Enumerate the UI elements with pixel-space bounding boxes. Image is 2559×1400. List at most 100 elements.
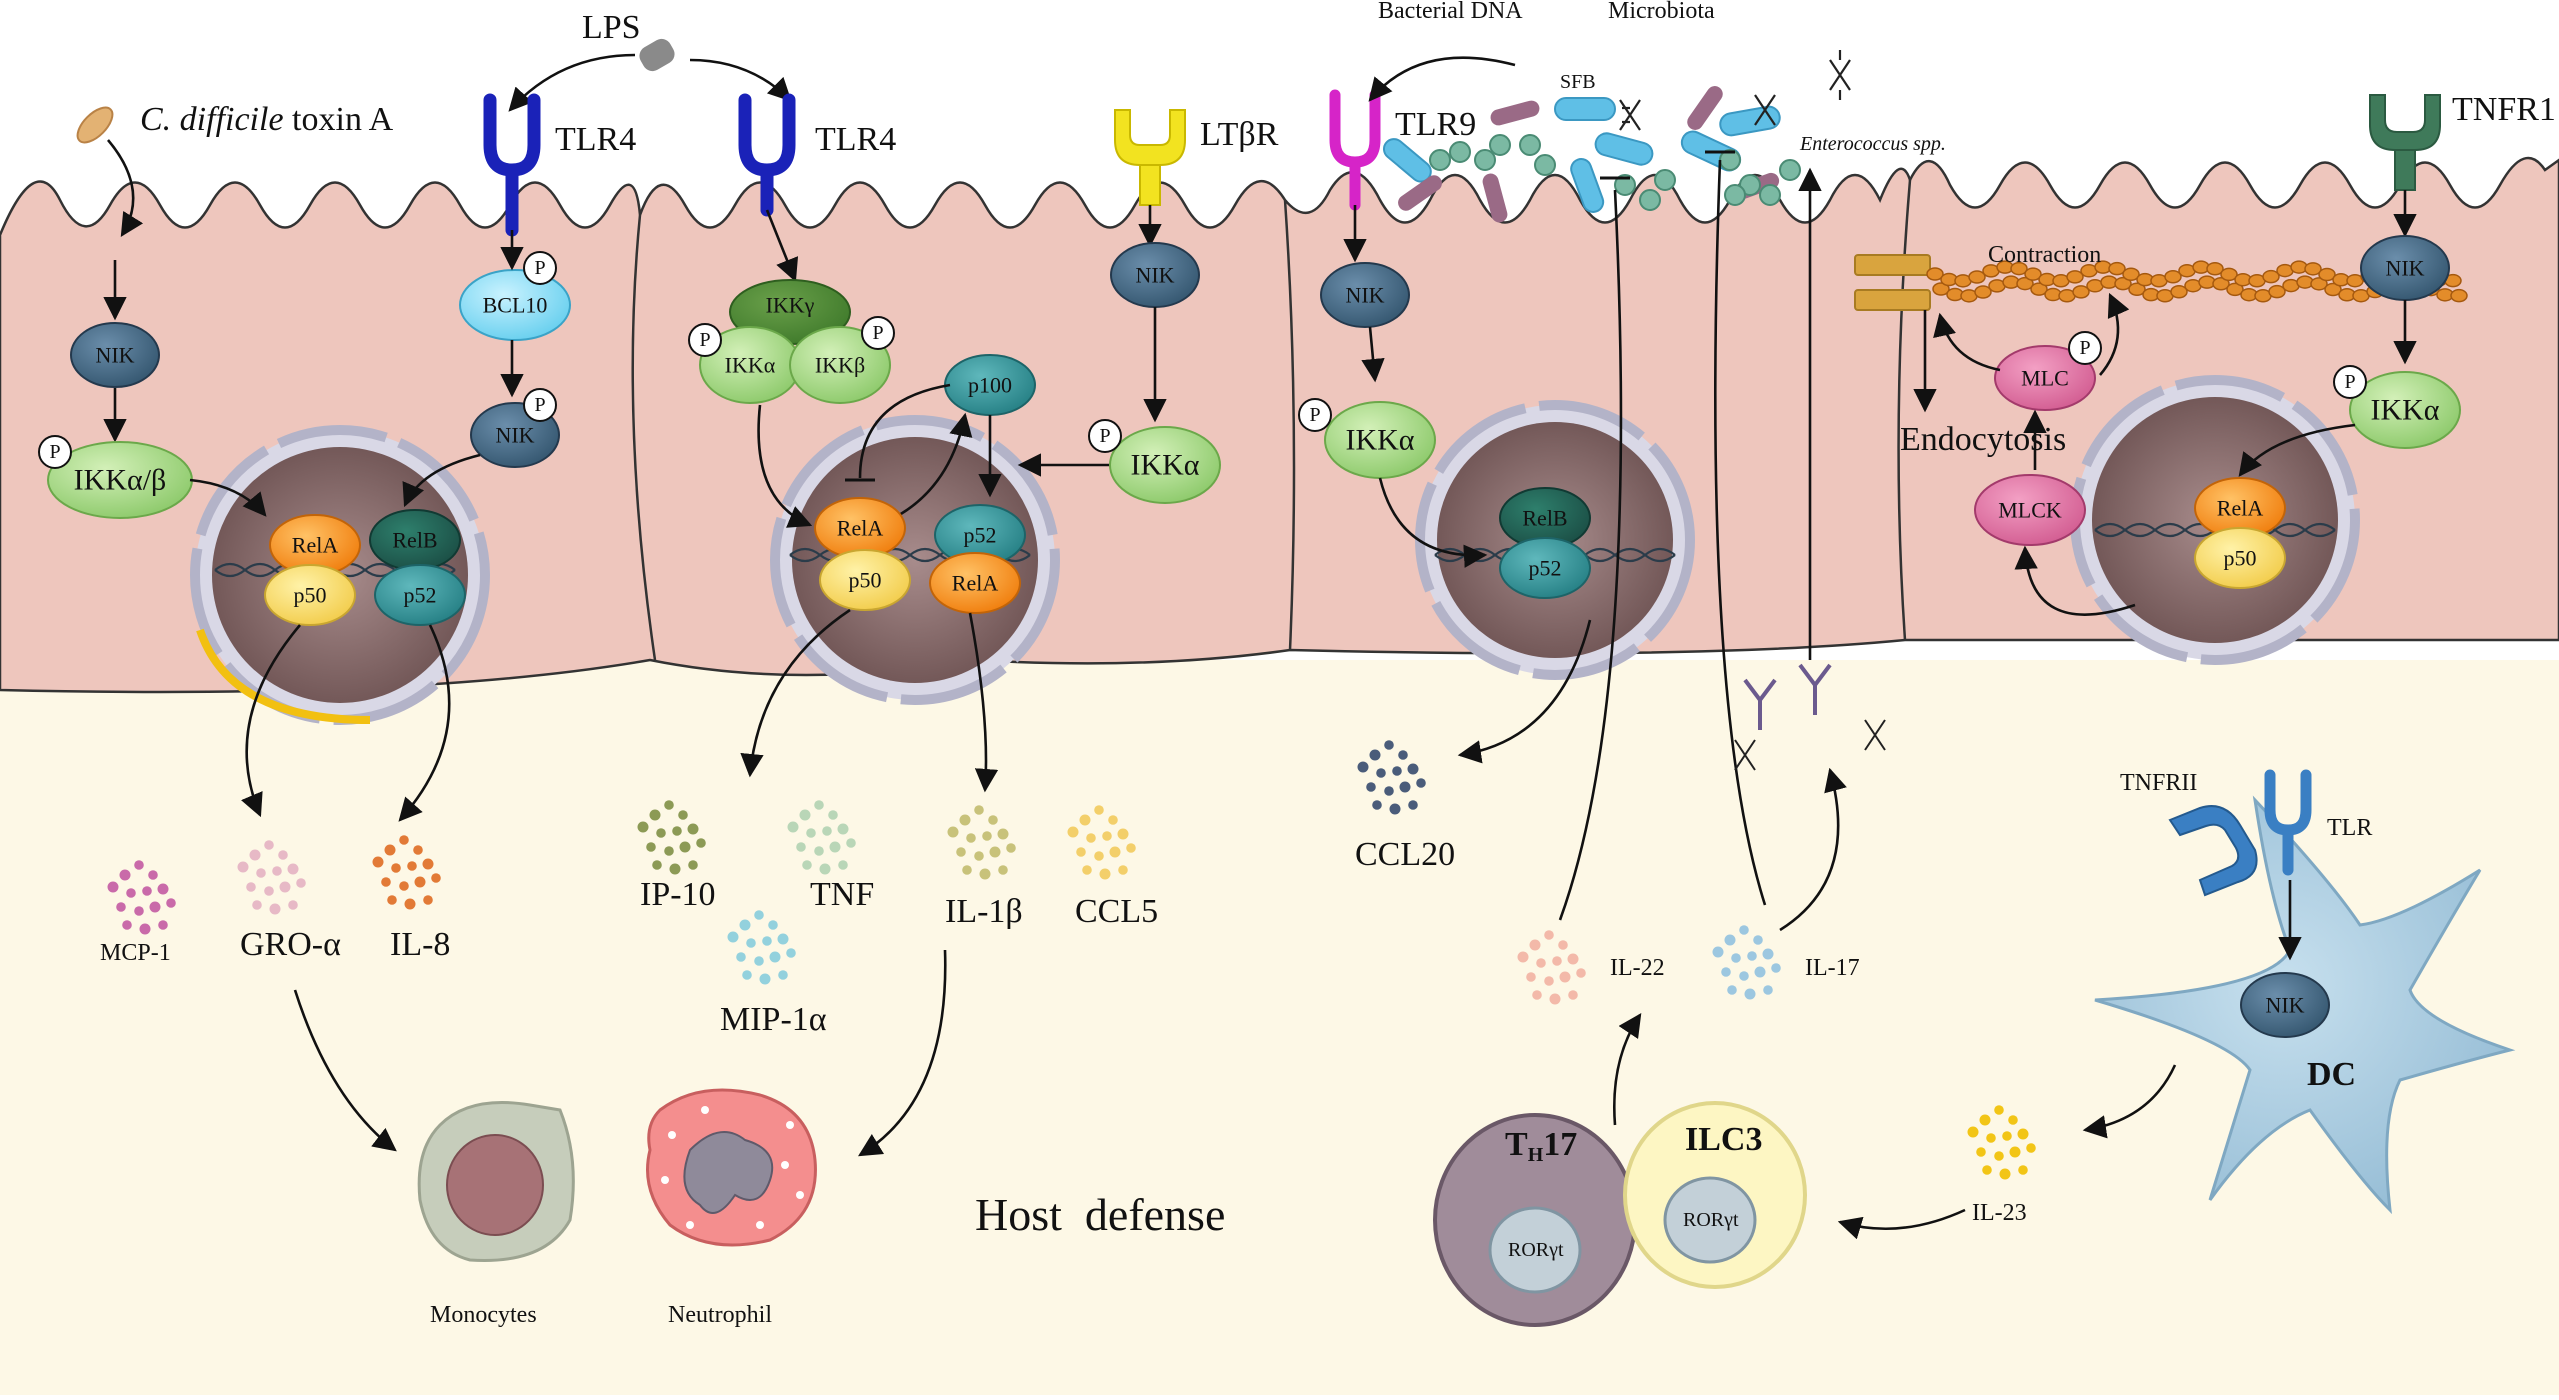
svg-text:NIK: NIK <box>495 423 534 448</box>
tlr-label: TLR <box>2327 815 2372 841</box>
svg-text:p52: p52 <box>964 523 997 548</box>
svg-text:RelA: RelA <box>952 571 999 596</box>
il17-label: IL-17 <box>1805 955 1860 981</box>
neutrophil-label: Neutrophil <box>668 1302 772 1328</box>
th17-label: TH17 <box>1505 1126 1577 1166</box>
rorgt-label-th17: RORγt <box>1508 1239 1564 1261</box>
svg-text:P: P <box>1099 425 1110 447</box>
p52-cell2: p52 <box>934 504 1026 566</box>
il8-dots <box>372 835 441 910</box>
endocytosis-label: Endocytosis <box>1900 421 2066 458</box>
mlck-cell4: MLCK <box>1974 474 2086 546</box>
svg-text:P: P <box>49 441 60 463</box>
svg-text:NIK: NIK <box>95 343 134 368</box>
mip1a-dots <box>727 910 796 985</box>
ilc3-cell <box>1623 1101 1807 1289</box>
il23-dots <box>1967 1105 2036 1180</box>
svg-text:P: P <box>872 322 883 344</box>
tlr9-receptor <box>1329 89 1381 211</box>
rela-cell2-b: RelA <box>929 552 1021 614</box>
svg-text:P: P <box>2344 371 2355 393</box>
svg-text:IKKα: IKKα <box>2370 394 2439 427</box>
svg-text:MLCK: MLCK <box>1998 498 2062 523</box>
tnfr1-receptor <box>2369 94 2441 191</box>
svg-text:BCL10: BCL10 <box>483 293 548 318</box>
il17-dots <box>1712 925 1781 1000</box>
lps-label: LPS <box>582 9 641 46</box>
svg-text:p50: p50 <box>849 568 882 593</box>
il23-label: IL-23 <box>1972 1200 2027 1226</box>
p100-cell2: p100 <box>944 354 1036 416</box>
il1b-label: IL-1β <box>945 893 1023 930</box>
svg-text:NIK: NIK <box>2265 993 2304 1018</box>
bcl10-cell1: BCL10 P <box>459 251 571 341</box>
il22-dots <box>1517 930 1586 1005</box>
rela-cell2: RelA <box>814 497 906 559</box>
ccl20-label: CCL20 <box>1355 836 1455 873</box>
nik-cell1-b: NIK P <box>470 388 560 468</box>
ilc3-label: ILC3 <box>1685 1121 1762 1158</box>
tnf-dots <box>787 800 856 875</box>
tlr-dc-receptor <box>2264 769 2312 876</box>
toxin-a-label: C. difficile toxin A <box>140 101 394 138</box>
il22-label: IL-22 <box>1610 955 1665 981</box>
host-defense-label: Host defense <box>975 1189 1225 1240</box>
svg-text:IKKβ: IKKβ <box>815 353 865 378</box>
sfb-label: SFB <box>1560 71 1596 93</box>
svg-text:P: P <box>2079 337 2090 359</box>
ikka-cell3: IKKα P <box>1298 398 1436 479</box>
svg-text:IKKα: IKKα <box>1345 424 1414 457</box>
tight-junction-top <box>1854 254 1931 276</box>
groa-dots <box>237 840 306 915</box>
ikka-cell4: IKKα P <box>2333 365 2461 449</box>
tnf-label: TNF <box>810 876 874 913</box>
p50-cell4: p50 <box>2194 527 2286 589</box>
svg-text:NIK: NIK <box>2385 256 2424 281</box>
mip1a-label: MIP-1α <box>720 1001 827 1038</box>
toxin-a-icon <box>76 106 114 144</box>
th17-cell <box>1433 1113 1637 1327</box>
il8-label: IL-8 <box>390 926 450 963</box>
ip10-dots <box>637 800 706 875</box>
monocytes-label: Monocytes <box>430 1302 537 1328</box>
svg-text:p52: p52 <box>404 583 437 608</box>
ip10-label: IP-10 <box>640 876 716 913</box>
ccl20-dots <box>1357 740 1426 815</box>
bacterial-dna-label: Bacterial DNA <box>1378 0 1523 24</box>
svg-text:p100: p100 <box>968 373 1012 398</box>
microbiota-label: Microbiota <box>1608 0 1715 24</box>
p52-cell3: p52 <box>1499 537 1591 599</box>
tnfrii-receptor <box>2168 805 2258 897</box>
lps-molecule <box>639 38 675 72</box>
svg-text:RelA: RelA <box>2217 496 2264 521</box>
relb-cell3: RelB <box>1499 487 1591 549</box>
p50-cell2: p50 <box>819 549 911 611</box>
ltbr-label: LTβR <box>1200 116 1279 153</box>
enterococcus-label: Enterococcus spp. <box>1799 133 1946 155</box>
mlc-cell4: MLC P <box>1994 331 2102 411</box>
svg-text:RelB: RelB <box>1522 506 1567 531</box>
svg-text:RelA: RelA <box>292 533 339 558</box>
tight-junction-bottom <box>1854 289 1931 311</box>
svg-text:p50: p50 <box>294 583 327 608</box>
svg-text:IKKγ: IKKγ <box>766 293 815 318</box>
rorgt-label-ilc3: RORγt <box>1683 1209 1739 1231</box>
p50-cell1: p50 <box>264 564 356 626</box>
groa-label: GRO-α <box>240 926 341 963</box>
svg-text:RelA: RelA <box>837 516 884 541</box>
tnfrii-label: TNFRII <box>2120 770 2197 796</box>
tlr4-label-a: TLR4 <box>555 121 636 158</box>
svg-text:RelB: RelB <box>392 528 437 553</box>
svg-text:IKKα: IKKα <box>1130 449 1199 482</box>
nucleus-cell2 <box>770 415 1060 705</box>
nik-cell1: NIK <box>70 322 160 388</box>
mcp1-label: MCP-1 <box>100 940 171 966</box>
tlr4-receptor-a <box>483 93 541 237</box>
svg-text:NIK: NIK <box>1135 263 1174 288</box>
il1b-dots <box>947 805 1016 880</box>
nik-cell4: NIK <box>2360 235 2450 301</box>
microbiota-bacteria <box>1382 50 1851 223</box>
svg-text:NIK: NIK <box>1345 283 1384 308</box>
ikk-complex: IKKγ IKKα IKKβ P P <box>688 279 895 404</box>
